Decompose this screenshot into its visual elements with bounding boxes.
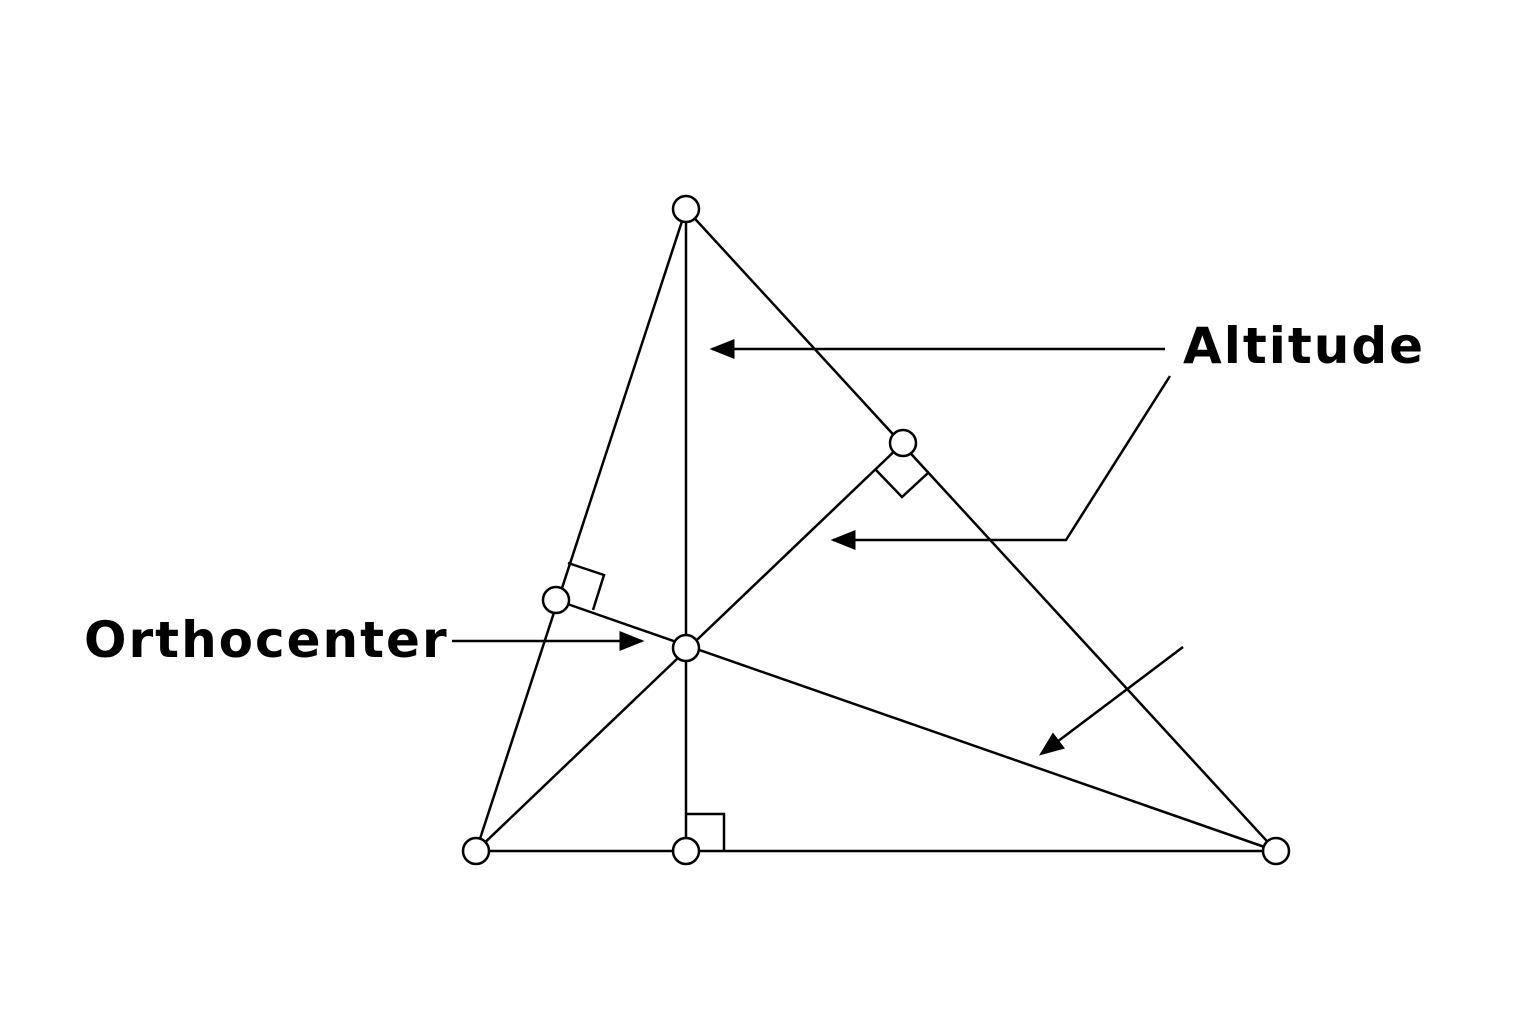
altitude-from-bottom-right (555, 598, 1277, 853)
altitude-arrow-middle (830, 375, 1172, 550)
right-angle-mark-left-side (567, 561, 606, 611)
vertex-top (671, 194, 701, 224)
orthocenter-point (671, 633, 701, 663)
foot-right-side (888, 428, 918, 458)
vertex-bottom-right (1261, 836, 1291, 866)
right-angle-mark-base (686, 812, 726, 851)
altitude-arrow-bottom (1039, 646, 1184, 756)
side-left (474, 208, 688, 852)
vertex-bottom-left (461, 836, 491, 866)
right-angle-mark-right-side (875, 469, 929, 499)
side-right (685, 208, 1277, 852)
foot-base (671, 836, 701, 866)
orthocenter-label: Orthocenter (84, 611, 449, 669)
altitude-label: Altitude (1183, 317, 1425, 375)
foot-left-side (541, 585, 571, 615)
